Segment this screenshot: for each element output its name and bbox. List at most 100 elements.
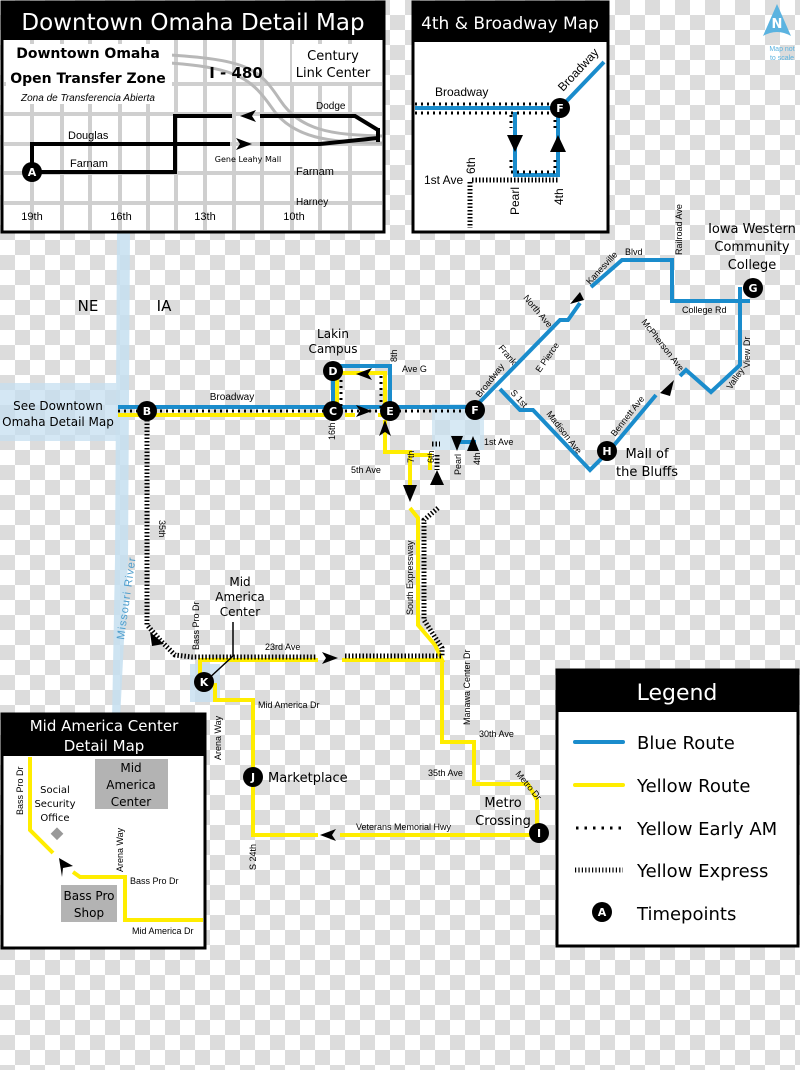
timepoint-k[interactable]: K <box>194 672 214 692</box>
broadway-map-title: 4th & Broadway Map <box>421 14 599 34</box>
bw-street-4th: 4th <box>552 188 566 205</box>
arrow-left-icon <box>240 110 256 122</box>
street-16th: 16th <box>327 422 337 440</box>
arrow-up-icon <box>379 420 391 436</box>
downtown-route <box>30 110 380 174</box>
street-35th: 35th <box>157 520 167 538</box>
street-farnam-west: Farnam <box>70 158 108 170</box>
lakin-line1: Lakin <box>317 327 349 341</box>
street-mid-america-dr: Mid America Dr <box>258 700 320 710</box>
arrow-left-icon <box>320 829 336 841</box>
timepoint-i[interactable]: I <box>529 823 549 843</box>
street-douglas: Douglas <box>68 130 109 142</box>
street-south-expressway: South Expressway <box>405 540 415 615</box>
svg-text:F: F <box>471 404 479 417</box>
street-bass-pro-dr: Bass Pro Dr <box>191 601 201 650</box>
state-ne: NE <box>78 297 99 315</box>
arrow-down-icon <box>507 135 523 152</box>
see-downtown-line1: See Downtown <box>13 399 103 413</box>
bw-street-broadway: Broadway <box>435 85 488 99</box>
legend-item-timepoints: A Timepoints <box>592 902 736 925</box>
ssa-line1: Social <box>40 785 70 796</box>
transfer-zone-line2: Open Transfer Zone <box>10 71 166 87</box>
iwcc-line3: College <box>728 258 777 273</box>
ssa-line2: Security <box>34 799 75 810</box>
street-35th-ave: 35th Ave <box>428 768 463 778</box>
street-30th-ave: 30th Ave <box>479 729 514 739</box>
svg-text:Timepoints: Timepoints <box>636 904 736 925</box>
timepoint-d[interactable]: D <box>323 361 343 381</box>
street-broadway: Broadway <box>210 392 254 403</box>
street-blvd: Blvd <box>625 247 643 257</box>
arrow-down-icon <box>451 436 463 451</box>
timepoint-c[interactable]: C <box>323 401 343 421</box>
timepoint-e[interactable]: E <box>380 401 400 421</box>
arrow-right-icon <box>236 138 252 150</box>
timepoint-h[interactable]: H <box>597 441 617 461</box>
mac-line2: America <box>215 590 265 604</box>
yellow-express-route <box>144 420 445 660</box>
transfer-zone-line1: Downtown Omaha <box>16 46 160 62</box>
timepoint-swatch <box>592 902 612 922</box>
downtown-map-title: Downtown Omaha Detail Map <box>21 10 364 36</box>
mac-street-bass-pro-dr-h: Bass Pro Dr <box>130 876 179 886</box>
timepoint-b[interactable]: B <box>137 401 157 421</box>
metro-line1: Metro <box>484 796 521 811</box>
transfer-zone-spanish: Zona de Transferencia Abierta <box>20 93 155 104</box>
i480-label: I - 480 <box>209 64 263 82</box>
arrow-ne-icon <box>570 292 584 304</box>
street-college-rd: College Rd <box>682 305 727 315</box>
iwcc-line2: Community <box>714 240 790 255</box>
mac-street-arena-way: Arena Way <box>115 827 125 872</box>
timepoint-f[interactable]: F <box>465 400 485 420</box>
north-arrow-icon: N Map not to scale <box>763 4 795 62</box>
street-6th: 6th <box>426 450 436 463</box>
metro-line2: Crossing <box>475 814 531 829</box>
arrow-sw-icon <box>660 380 674 396</box>
arrow-left-icon <box>356 368 372 380</box>
svg-text:D: D <box>328 365 337 378</box>
svg-text:I: I <box>537 827 541 840</box>
legend-item-yellow-early-am: Yellow Early AM <box>576 819 777 840</box>
svg-text:Mid: Mid <box>120 761 141 775</box>
bass-pro-building <box>61 885 117 922</box>
street-pearl: Pearl <box>453 454 463 475</box>
bw-timepoint-f[interactable]: F <box>550 98 570 118</box>
timepoint-a[interactable]: A <box>22 162 42 182</box>
svg-text:B: B <box>143 405 151 418</box>
mac-line3: Center <box>220 605 260 619</box>
svg-text:Bass Pro: Bass Pro <box>64 889 115 903</box>
mac-street-mid-america-dr: Mid America Dr <box>132 926 194 936</box>
legend-item-blue-route: Blue Route <box>573 733 735 754</box>
street-north-ave: North Ave <box>521 293 554 330</box>
svg-text:Shop: Shop <box>74 906 104 920</box>
arrow-up-icon <box>430 470 444 485</box>
timepoint-j[interactable]: J <box>243 767 263 787</box>
timepoint-g[interactable]: G <box>743 278 763 298</box>
arrow-nw-icon <box>59 858 73 877</box>
bw-street-pearl: Pearl <box>508 187 522 215</box>
street-7th: 7th <box>406 450 416 463</box>
street-dodge: Dodge <box>316 101 346 112</box>
street-23rd-ave: 23rd Ave <box>265 642 300 652</box>
mac-map-title-line1: Mid America Center <box>30 717 179 735</box>
downtown-omaha-map: Downtown Omaha Detail Map Downtown Omaha… <box>0 0 386 234</box>
svg-text:C: C <box>329 405 337 418</box>
mid-america-detail-map: Mid America Center Detail Map Mid Americ… <box>0 712 207 950</box>
mac-line1: Mid <box>229 575 250 589</box>
iwcc-line1: Iowa Western <box>708 222 796 237</box>
legend-item-yellow-route: Yellow Route <box>573 776 750 797</box>
arrow-down-icon <box>403 485 417 502</box>
arrow-up-icon <box>467 436 479 451</box>
arrow-right-icon <box>356 405 372 417</box>
avenue-13th: 13th <box>194 211 215 223</box>
street-arena-way: Arena Way <box>213 715 223 760</box>
svg-text:Yellow Express: Yellow Express <box>636 861 768 882</box>
marketplace-label: Marketplace <box>268 771 348 786</box>
blue-route <box>118 258 750 473</box>
mac-street-bass-pro-dr: Bass Pro Dr <box>15 766 25 815</box>
bw-street-6th: 6th <box>464 157 478 174</box>
svg-text:A: A <box>28 166 37 179</box>
north-label: N <box>772 17 783 32</box>
see-downtown-callout[interactable] <box>0 383 116 441</box>
